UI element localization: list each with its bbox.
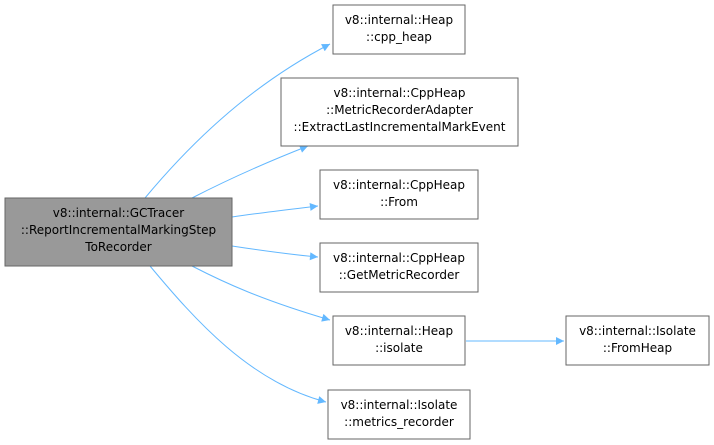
node-isolate-metrics-recorder-line-2: ::metrics_recorder: [344, 415, 454, 429]
node-metric-recorder-adapter-line-1: v8::internal::CppHeap: [334, 86, 466, 100]
node-cppheap-get-metric-recorder-line-1: v8::internal::CppHeap: [333, 251, 465, 265]
node-root-line-2: ::ReportIncrementalMarkingStep: [21, 223, 216, 237]
edge-root-to-heap-cpp-heap: [144, 43, 331, 199]
node-metric-recorder-adapter-line-2: ::MetricRecorderAdapter: [326, 103, 473, 117]
edge-root-to-heap-isolate: [191, 265, 331, 322]
node-heap-cpp-heap[interactable]: v8::internal::Heap ::cpp_heap: [332, 4, 466, 55]
edges: [144, 43, 564, 404]
node-isolate-from-heap-line-2: ::FromHeap: [603, 341, 672, 355]
edge-root-to-cppheap-from: [231, 202, 319, 218]
node-heap-cpp-heap-line-2: ::cpp_heap: [366, 30, 432, 44]
node-isolate-metrics-recorder[interactable]: v8::internal::Isolate ::metrics_recorder: [327, 389, 471, 440]
node-heap-isolate-line-1: v8::internal::Heap: [345, 324, 453, 338]
edge-root-to-isolate-metrics-recorder: [149, 265, 327, 404]
node-root[interactable]: v8::internal::GCTracer ::ReportIncrement…: [4, 197, 233, 267]
node-root-line-1: v8::internal::GCTracer: [53, 206, 184, 220]
node-heap-cpp-heap-line-1: v8::internal::Heap: [345, 13, 453, 27]
node-heap-isolate-line-2: ::isolate: [375, 341, 423, 355]
node-isolate-from-heap[interactable]: v8::internal::Isolate ::FromHeap: [565, 315, 710, 366]
node-heap-isolate[interactable]: v8::internal::Heap ::isolate: [332, 315, 466, 366]
node-isolate-from-heap-line-1: v8::internal::Isolate: [579, 324, 696, 338]
node-cppheap-from[interactable]: v8::internal::CppHeap ::From: [319, 169, 479, 220]
node-cppheap-from-line-1: v8::internal::CppHeap: [333, 178, 465, 192]
node-cppheap-from-line-2: ::From: [380, 195, 418, 209]
edge-root-to-metric-recorder-adapter: [191, 145, 309, 199]
node-metric-recorder-adapter[interactable]: v8::internal::CppHeap ::MetricRecorderAd…: [280, 77, 519, 147]
node-root-line-3: ToRecorder: [84, 240, 151, 254]
edge-root-to-cppheap-get-metric-recorder: [231, 245, 319, 261]
node-cppheap-get-metric-recorder-line-2: ::GetMetricRecorder: [339, 268, 460, 282]
node-cppheap-get-metric-recorder[interactable]: v8::internal::CppHeap ::GetMetricRecorde…: [319, 242, 479, 293]
node-isolate-metrics-recorder-line-1: v8::internal::Isolate: [341, 398, 458, 412]
node-metric-recorder-adapter-line-3: ::ExtractLastIncrementalMarkEvent: [294, 120, 506, 134]
